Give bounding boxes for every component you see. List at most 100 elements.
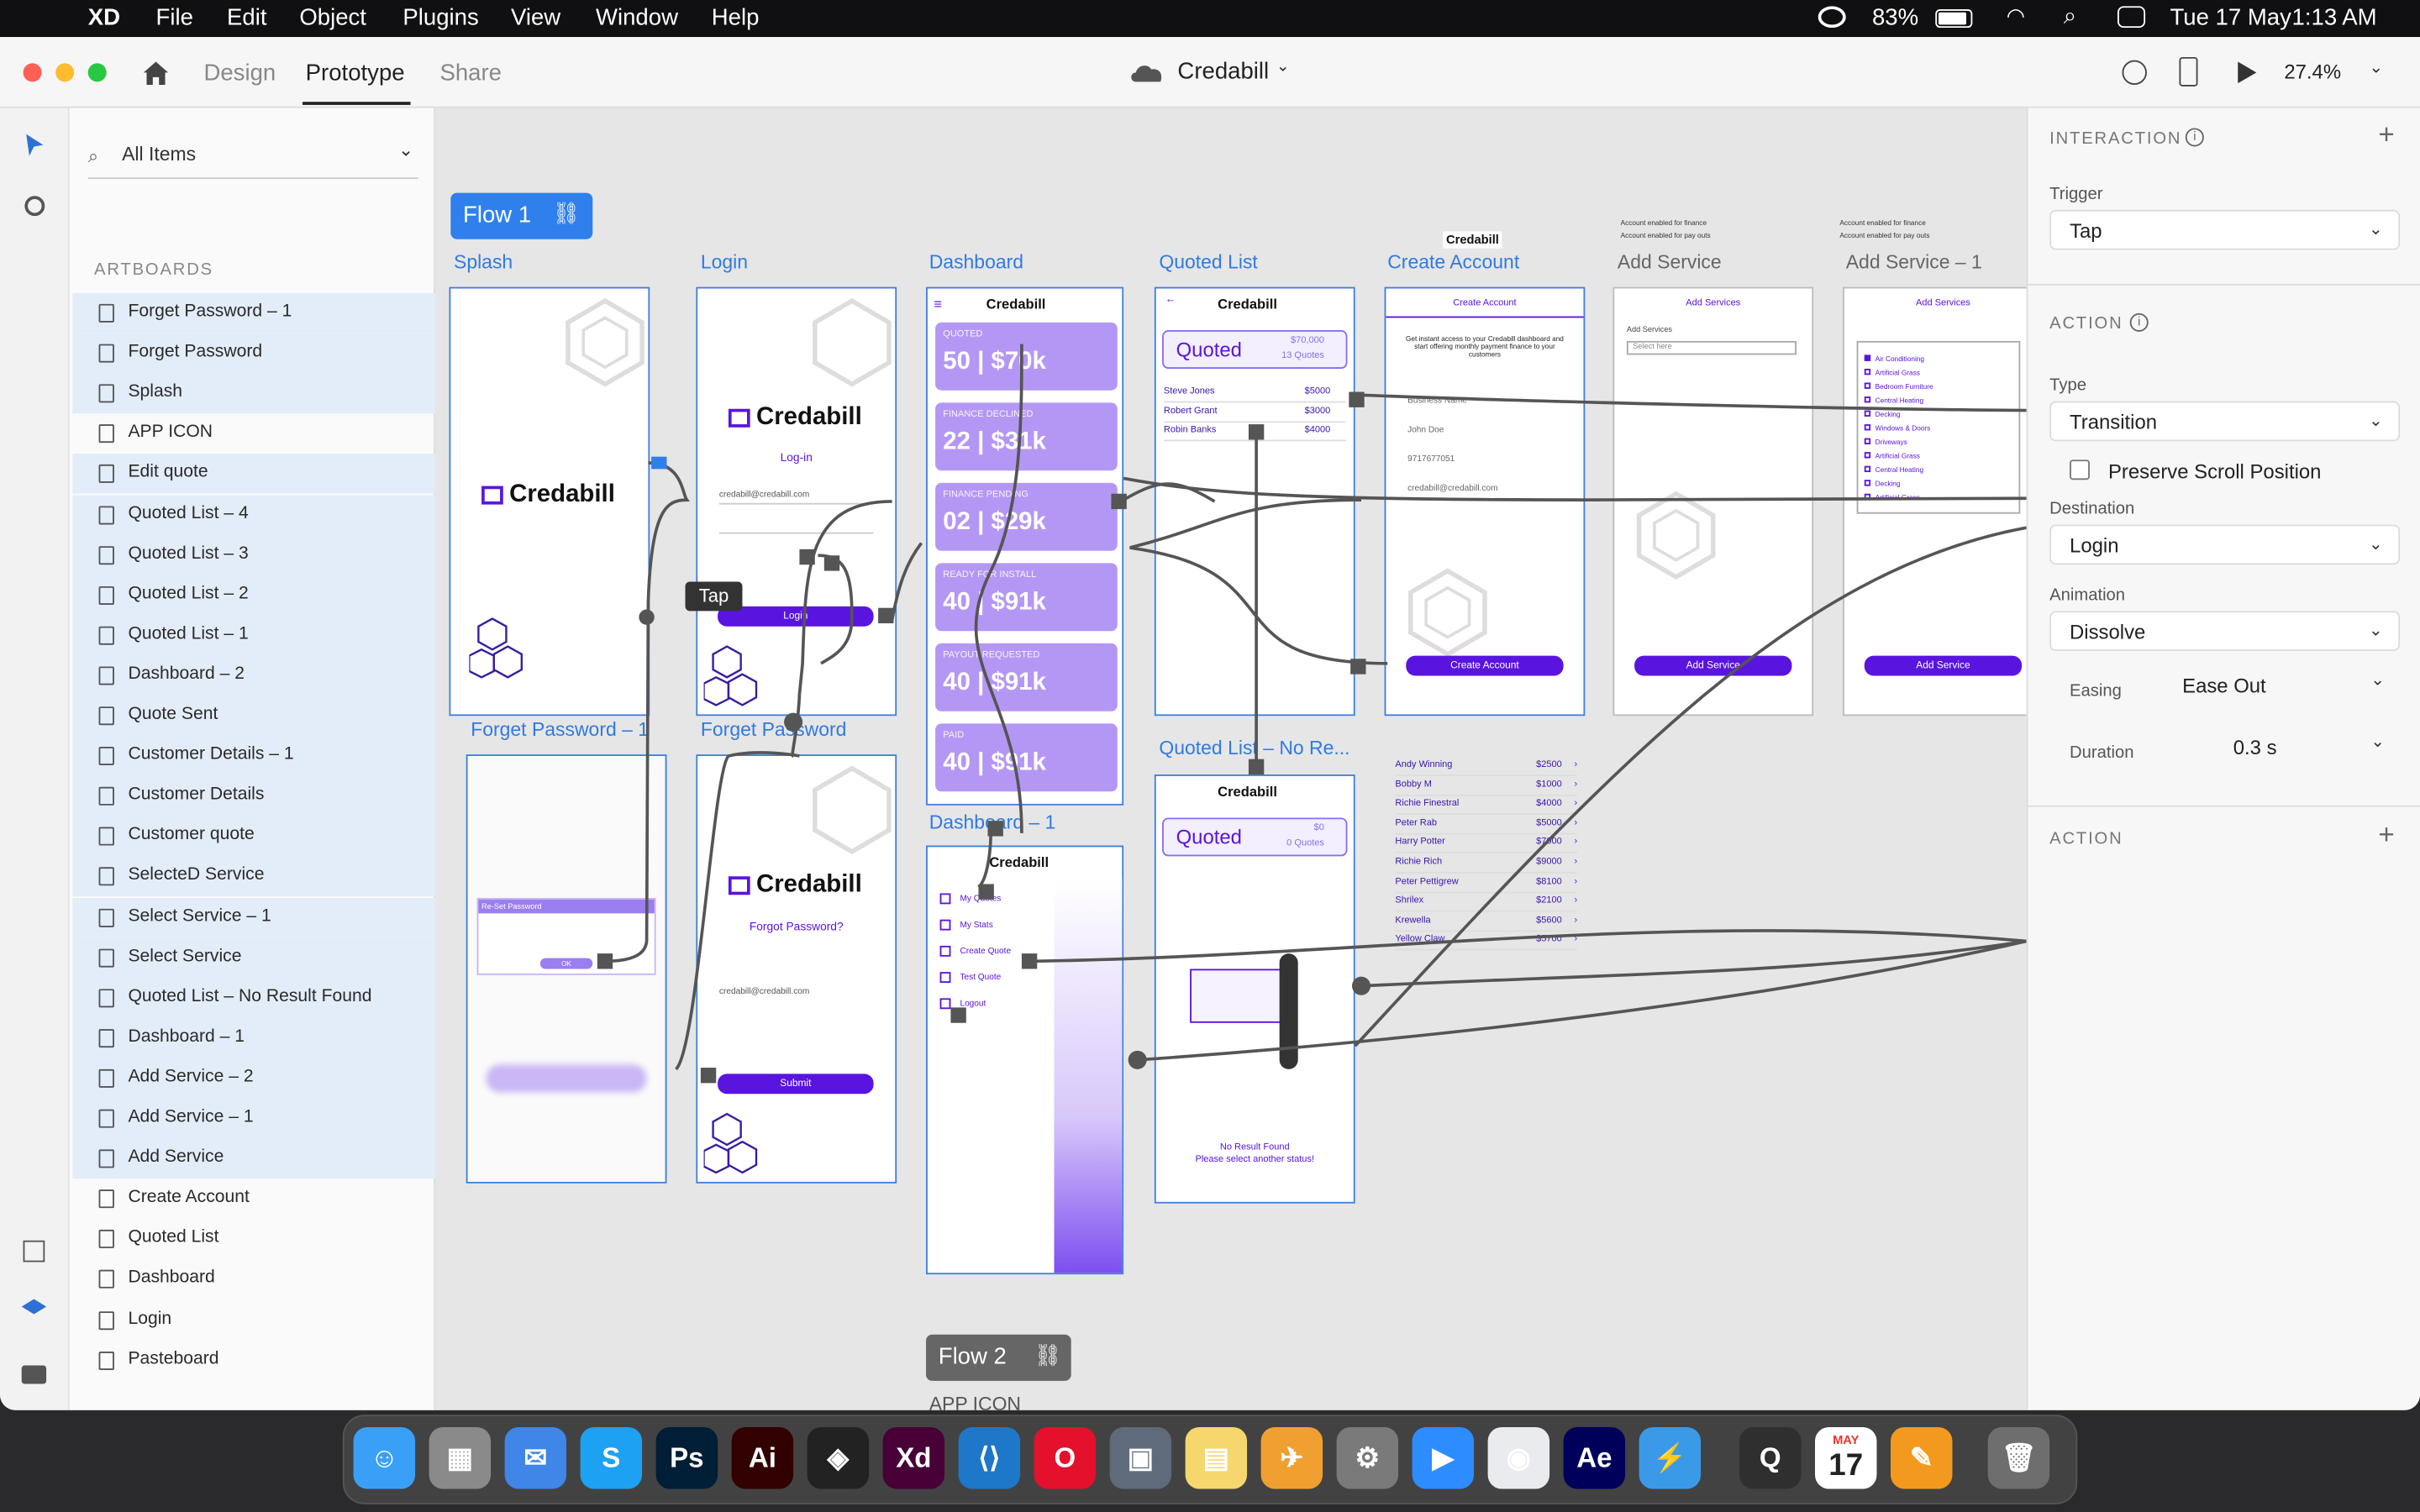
quoted-summary-card[interactable]: Quoted $70,000 13 Quotes — [1162, 330, 1348, 369]
chevron-right-icon[interactable]: › — [1574, 818, 1578, 828]
dock-vs-code-icon[interactable]: ⟨⟩ — [958, 1426, 1021, 1489]
dock-adobe-xd-icon[interactable]: Xd — [882, 1426, 945, 1489]
flow-2-tag[interactable]: Flow 2 ⛓ — [926, 1334, 1071, 1381]
checkbox-icon[interactable] — [1864, 452, 1871, 459]
artboard-name-quoted-no-result[interactable]: Quoted List – No Re... — [1159, 737, 1350, 759]
layer-item[interactable]: Create Account — [72, 1179, 435, 1220]
chevron-right-icon[interactable]: › — [1574, 935, 1578, 945]
service-option[interactable]: Air Conditioning — [1864, 354, 1924, 363]
back-arrow-icon[interactable]: ← — [1165, 294, 1176, 306]
menu-window[interactable]: Window — [595, 4, 678, 31]
checkbox-icon[interactable] — [1864, 368, 1871, 375]
preserve-scroll-checkbox[interactable] — [2070, 459, 2090, 480]
layer-item[interactable]: Dashboard — [72, 1259, 435, 1299]
customer-row[interactable]: Peter Rab$5000› — [1395, 818, 1578, 835]
service-option[interactable]: Decking — [1864, 410, 1901, 418]
dock-launchpad-icon[interactable]: ▦ — [429, 1426, 492, 1489]
layer-item[interactable]: Quoted List – 3 — [72, 534, 435, 575]
checkbox-icon[interactable] — [1864, 382, 1871, 389]
assets-icon[interactable] — [23, 1240, 45, 1263]
service-option[interactable]: Artificial Grass — [1864, 368, 1920, 376]
layer-item[interactable]: Select Service — [72, 937, 435, 978]
layer-item[interactable]: Quoted List – 2 — [72, 575, 435, 616]
filter-chevron-icon[interactable]: ⌄ — [397, 139, 414, 161]
artboard-splash[interactable]: Credabill — [449, 286, 650, 717]
chevron-right-icon[interactable]: › — [1574, 916, 1578, 926]
dock-finder-icon[interactable]: ☺ — [353, 1426, 416, 1489]
canvas[interactable]: Flow 1 ⛓ Splash Login Dashboard Quoted L… — [434, 108, 2027, 1410]
chevron-right-icon[interactable]: › — [1574, 838, 1578, 848]
layer-item[interactable]: Login — [72, 1299, 435, 1340]
artboard-name-splash[interactable]: Splash — [454, 251, 513, 274]
reset-password-modal[interactable]: Re-Set Password OK — [476, 897, 656, 975]
dock-opera-icon[interactable]: O — [1034, 1426, 1097, 1489]
layer-item[interactable]: Quoted List – 1 — [72, 615, 435, 656]
user-preview-icon[interactable] — [2122, 60, 2147, 86]
device-preview-icon[interactable] — [2179, 56, 2198, 87]
add-action-icon[interactable]: + — [2378, 819, 2395, 851]
dock-quicktime-icon[interactable]: Q — [1739, 1426, 1802, 1489]
wifi-icon[interactable]: ◠ — [2006, 3, 2026, 29]
dock-figma-icon[interactable]: ◈ — [807, 1426, 870, 1489]
submit-button[interactable]: Submit — [718, 1074, 874, 1095]
minimize-window-button[interactable] — [55, 63, 75, 82]
artboard-forget-password-1[interactable]: Re-Set Password OK — [466, 754, 667, 1184]
layer-item[interactable]: Forget Password – 1 — [72, 292, 435, 333]
layer-item[interactable]: APP ICON — [72, 414, 435, 454]
dock-photoshop-icon[interactable]: Ps — [655, 1426, 718, 1489]
checkbox-icon[interactable] — [1864, 410, 1871, 417]
link-icon[interactable]: ⛓ — [1034, 1341, 1062, 1368]
flow-1-tag[interactable]: Flow 1 ⛓ — [450, 192, 593, 239]
animation-select[interactable]: Dissolve⌄ — [2049, 611, 2401, 652]
home-icon[interactable] — [140, 59, 171, 87]
service-option[interactable]: Artificial Grass — [1864, 452, 1920, 459]
layer-item[interactable]: Customer Details — [72, 776, 435, 816]
chevron-right-icon[interactable]: › — [1574, 760, 1578, 770]
login-button[interactable]: Login — [718, 606, 874, 627]
layer-item[interactable]: Splash — [72, 373, 435, 414]
service-option[interactable]: Driveways — [1864, 438, 1907, 446]
layer-item[interactable]: Add Service – 1 — [72, 1098, 435, 1139]
checkbox-icon[interactable] — [1864, 438, 1871, 444]
menu-item[interactable]: Create Quote — [939, 945, 1011, 957]
layer-item[interactable]: Dashboard – 1 — [72, 1017, 435, 1058]
dock-zoom-icon[interactable]: ▶ — [1412, 1426, 1475, 1489]
dock-preview-icon[interactable]: ▣ — [1109, 1426, 1172, 1489]
layers-filter-select[interactable]: All Items — [122, 143, 197, 165]
customer-row[interactable]: Peter Pettigrew$8100› — [1395, 877, 1578, 893]
artboard-create-account[interactable]: Create Account Get instant access to you… — [1384, 286, 1586, 717]
service-option[interactable]: Decking — [1864, 480, 1901, 487]
plugins-icon[interactable] — [21, 1365, 47, 1384]
trigger-select[interactable]: Tap⌄ — [2049, 209, 2401, 250]
layer-item[interactable]: Quoted List – 4 — [72, 494, 435, 535]
dock-notchmeister-icon[interactable]: ⚡ — [1639, 1426, 1702, 1489]
phone-field[interactable]: 9717677051 — [1407, 454, 1455, 465]
dock-after-effects-icon[interactable]: Ae — [1563, 1426, 1626, 1489]
artboard-name-add-service[interactable]: Add Service — [1617, 251, 1722, 274]
layer-item[interactable]: Dashboard – 2 — [72, 655, 435, 696]
zoom-tool-icon[interactable] — [24, 196, 45, 217]
layer-item[interactable]: Add Service — [72, 1138, 435, 1179]
customer-row[interactable]: Richie Rich$9000› — [1395, 858, 1578, 874]
artboard-name-dashboard[interactable]: Dashboard — [929, 251, 1024, 274]
dock-chrome-icon[interactable]: ◉ — [1487, 1426, 1550, 1489]
layer-item[interactable]: Customer Details – 1 — [72, 736, 435, 777]
layer-item[interactable]: Customer quote — [72, 816, 435, 857]
chevron-right-icon[interactable]: › — [1574, 780, 1578, 790]
dock-illustrator-icon[interactable]: Ai — [731, 1426, 794, 1489]
checkbox-icon[interactable] — [1864, 465, 1871, 473]
artboard-name-forget-password[interactable]: Forget Password — [700, 718, 847, 741]
layer-item[interactable]: Add Service – 2 — [72, 1058, 435, 1099]
spotlight-icon[interactable]: ⌕ — [2063, 3, 2077, 29]
reset-ok-button[interactable]: OK — [539, 958, 593, 969]
menu-view[interactable]: View — [510, 4, 561, 31]
checkbox-icon[interactable] — [1864, 354, 1871, 361]
artboard-name-create-account[interactable]: Create Account — [1387, 251, 1520, 274]
info-icon[interactable]: i — [2129, 312, 2149, 332]
service-option[interactable]: Bedroom Furniture — [1864, 382, 1933, 391]
control-center-icon[interactable] — [2118, 6, 2146, 29]
